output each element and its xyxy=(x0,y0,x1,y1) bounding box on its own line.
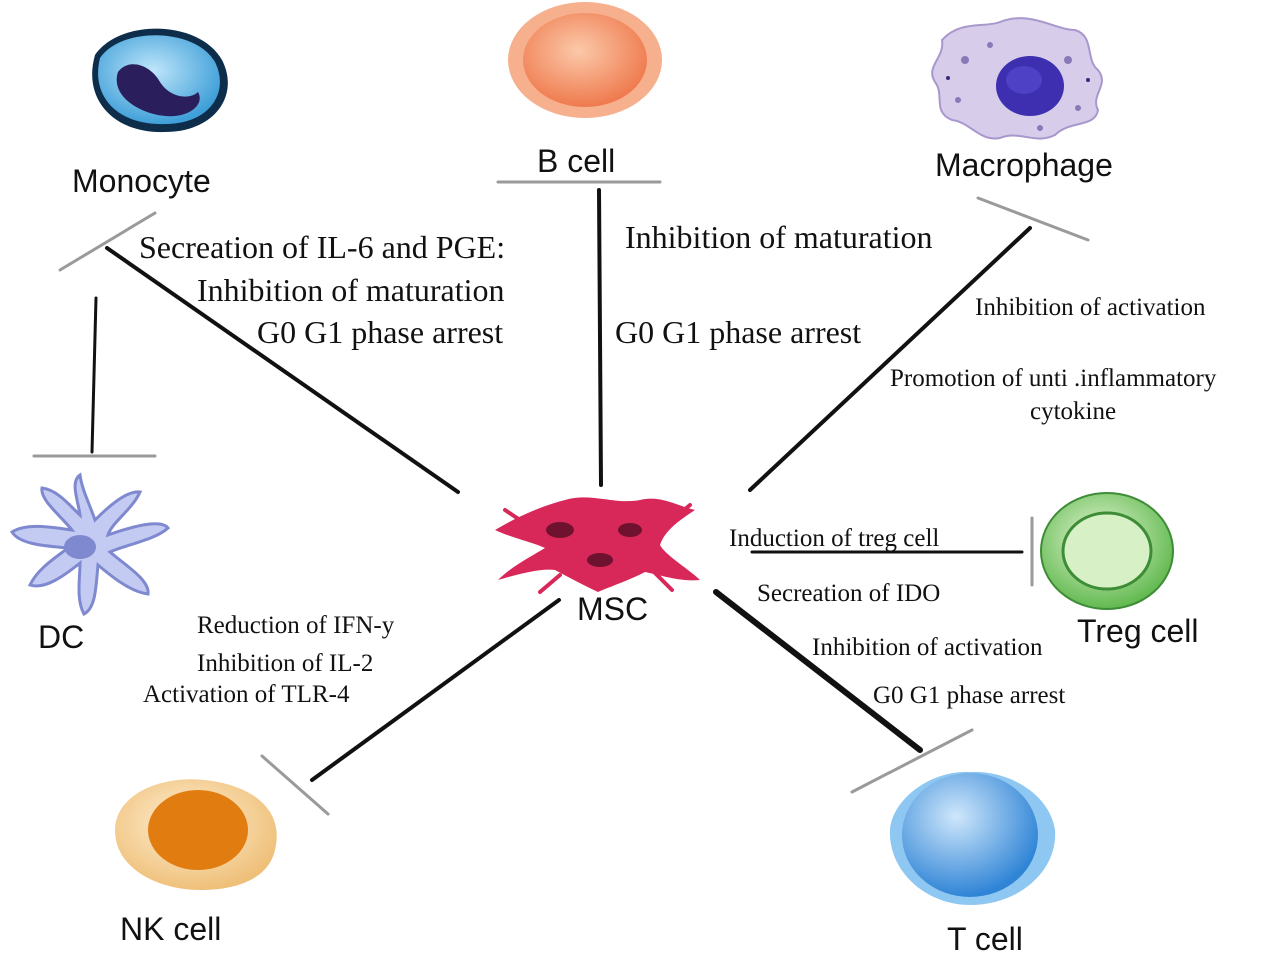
macrophage-effect-line: Inhibition of activation xyxy=(975,294,1206,321)
treg-cell-label: Treg cell xyxy=(1077,613,1199,649)
connections xyxy=(90,188,1032,782)
monocyte-to-dc-line xyxy=(90,296,98,454)
bcell-label: B cell xyxy=(537,143,615,179)
monocyte-inhibition-bar xyxy=(58,211,157,272)
bcell-effect-line: G0 G1 phase arrest xyxy=(615,314,861,350)
tcell-label: T cell xyxy=(947,921,1023,957)
macrophage-effects: Inhibition of activation Promotion of un… xyxy=(890,294,1217,425)
nkcell-label: NK cell xyxy=(120,911,221,947)
nkcell-effect-line: Activation of TLR-4 xyxy=(143,681,350,708)
treg-effects: Induction of treg cell Secreation of IDO xyxy=(729,525,940,607)
nkcell-inhibition-bar xyxy=(260,754,330,816)
monocyte-effects: Secreation of IL-6 and PGE: Inhibition o… xyxy=(139,229,505,350)
monocyte-label: Monocyte xyxy=(72,163,211,199)
treg-effect-line: Induction of treg cell xyxy=(729,525,939,552)
msc-to-macrophage-line xyxy=(748,226,1032,492)
msc-to-nkcell-line xyxy=(310,598,561,782)
nkcell-effects: Reduction of IFN-y Inhibition of IL-2 Ac… xyxy=(143,612,395,708)
monocyte-effect-line: Secreation of IL-6 and PGE: xyxy=(139,229,505,265)
tcell-effects: Inhibition of activation G0 G1 phase arr… xyxy=(812,634,1065,709)
msc-to-bcell-line xyxy=(597,188,603,487)
monocyte-cell-icon xyxy=(92,28,228,133)
tcell-inhibition-bar xyxy=(850,728,974,794)
treg-cell-icon xyxy=(1040,492,1174,610)
macrophage-label: Macrophage xyxy=(935,147,1113,183)
msc-to-monocyte-line xyxy=(105,246,460,494)
macrophage-inhibition-bar xyxy=(976,196,1090,242)
monocyte-effect-line: G0 G1 phase arrest xyxy=(257,314,503,350)
bcell-icon xyxy=(508,2,662,118)
bcell-effects: Inhibition of maturation G0 G1 phase arr… xyxy=(615,219,933,350)
msc-to-tcell-line xyxy=(713,589,923,753)
tcell-effect-line: G0 G1 phase arrest xyxy=(873,682,1065,709)
macrophage-icon xyxy=(931,17,1103,140)
treg-effect-line: Secreation of IDO xyxy=(757,580,940,607)
nkcell-effect-line: Reduction of IFN-y xyxy=(197,612,395,639)
tcell-effect-line: Inhibition of activation xyxy=(812,634,1043,661)
bcell-effect-line: Inhibition of maturation xyxy=(625,219,933,255)
monocyte-effect-line: Inhibition of maturation xyxy=(197,272,505,308)
tcell-icon xyxy=(889,771,1056,905)
dc-label: DC xyxy=(38,619,84,655)
msc-label: MSC xyxy=(577,591,648,627)
nkcell-effect-line: Inhibition of IL-2 xyxy=(197,650,373,677)
msc-icon xyxy=(495,497,700,594)
macrophage-effect-line: Promotion of unti .inflammatory xyxy=(890,365,1217,392)
macrophage-effect-line: cytokine xyxy=(1030,398,1116,425)
nkcell-icon xyxy=(115,779,277,890)
inhibition-bars xyxy=(32,180,1090,816)
dc-icon xyxy=(9,472,171,616)
